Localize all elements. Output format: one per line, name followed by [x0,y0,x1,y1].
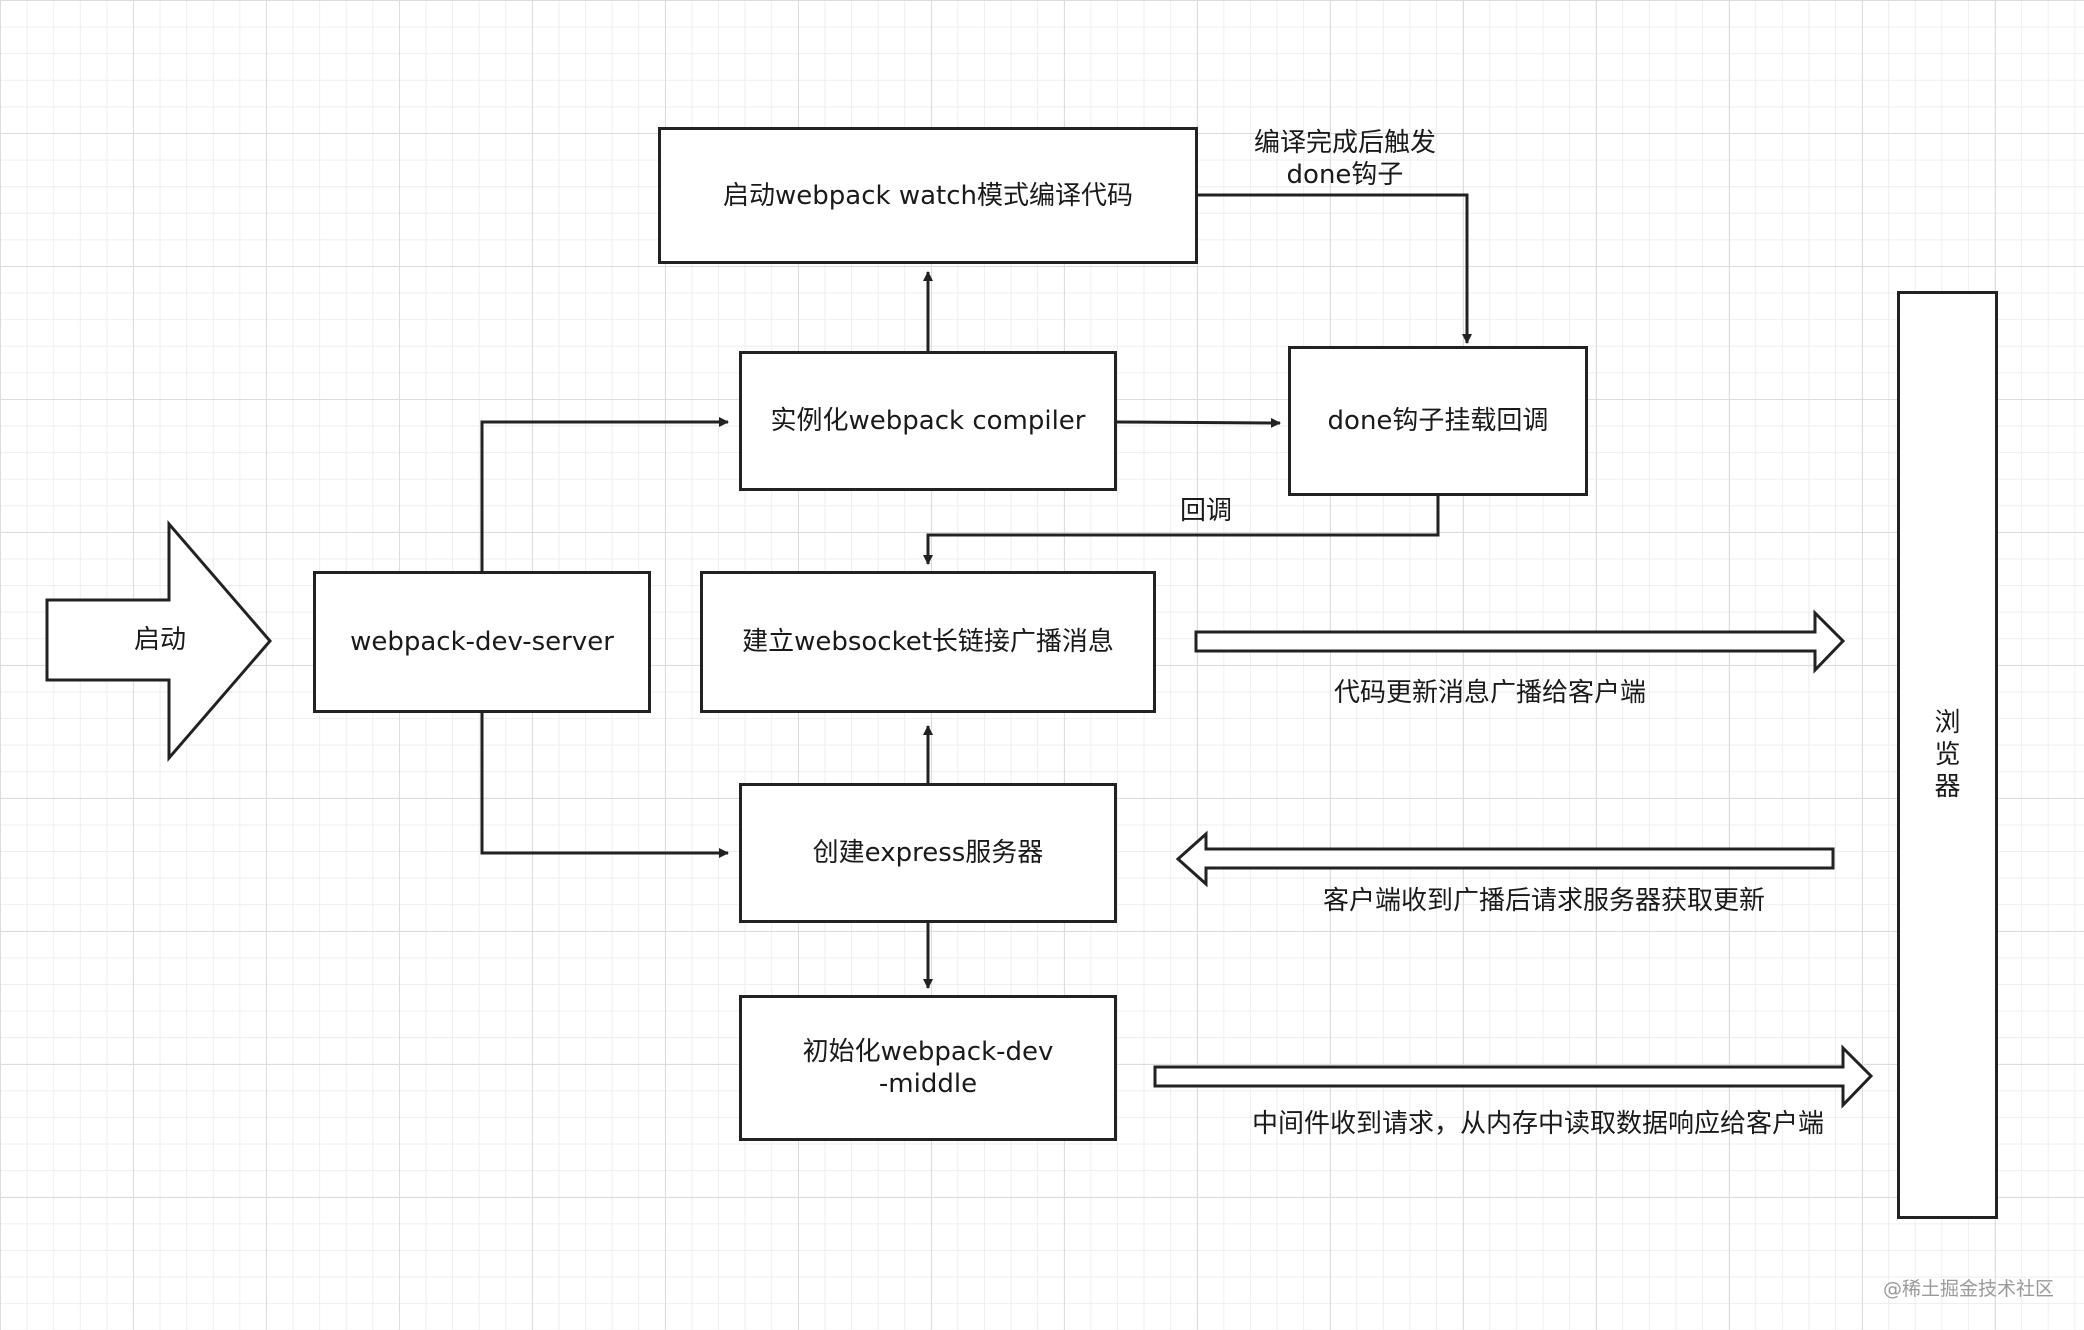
node-done-hook-label: done钩子挂载回调 [1327,406,1549,436]
label-client-request: 客户端收到广播后请求服务器获取更新 [1323,886,1766,916]
edge-server-to-compiler [480,417,729,571]
start-arrow-shape [45,519,272,763]
node-websocket-label: 建立websocket长链接广播消息 [742,627,1114,657]
node-watch-compile[interactable]: 启动webpack watch模式编译代码 [658,127,1198,264]
node-browser-label: 浏览器 [1934,708,1961,802]
label-broadcast: 代码更新消息广播给客户端 [1334,678,1647,708]
broadcast-block-arrow [1194,609,1846,674]
node-websocket[interactable]: 建立websocket长链接广播消息 [700,571,1156,713]
label-compile-done: 编译完成后触发done钩子 [1253,128,1436,190]
edge-done-to-websocket [923,496,1440,565]
watermark: @稀土掘金技术社区 [1882,1278,2054,1300]
node-compiler-label: 实例化webpack compiler [770,406,1086,436]
label-middleware-response: 中间件收到请求，从内存中读取数据响应给客户端 [1252,1109,1825,1139]
edge-compiler-to-done [1116,417,1281,428]
node-compiler[interactable]: 实例化webpack compiler [739,351,1117,491]
node-express-label: 创建express服务器 [812,838,1044,868]
node-done-hook[interactable]: done钩子挂载回调 [1288,346,1588,496]
node-express[interactable]: 创建express服务器 [739,783,1117,923]
node-webpack-dev-server[interactable]: webpack-dev-server [313,571,651,713]
edge-server-to-express [480,713,729,858]
node-watch-compile-label: 启动webpack watch模式编译代码 [723,180,1133,211]
node-webpack-dev-server-label: webpack-dev-server [350,627,614,657]
response-block-arrow [1153,1044,1874,1109]
request-block-arrow [1175,830,1835,888]
node-dev-middleware[interactable]: 初始化webpack-dev-middle [739,995,1117,1141]
node-browser[interactable]: 浏览器 [1897,291,1998,1219]
label-callback: 回调 [1180,496,1233,526]
edge-watch-to-done [1198,193,1472,344]
node-dev-middleware-label: 初始化webpack-dev-middle [802,1037,1054,1099]
start-label: 启动 [133,625,186,655]
